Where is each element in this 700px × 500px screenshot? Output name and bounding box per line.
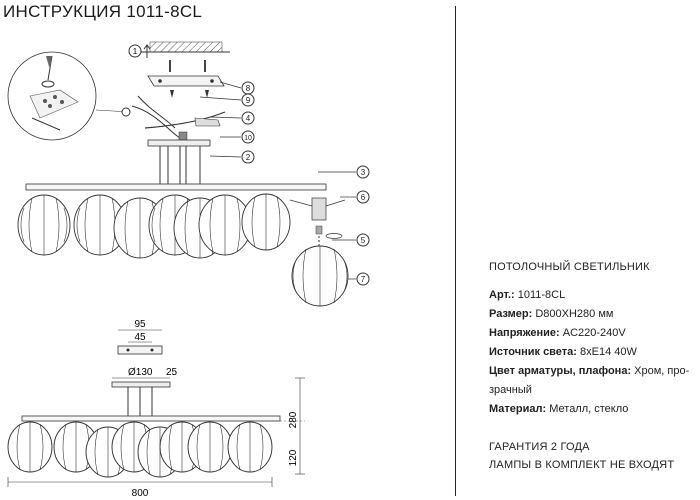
mount-plate-view — [117, 345, 163, 355]
dim-canopy-diameter: Ø130 — [128, 367, 153, 378]
globe-lower-7 — [187, 421, 233, 473]
spec-color-continued: зрачный — [489, 384, 532, 396]
arm-bar — [25, 183, 327, 191]
warranty-note: ГАРАНТИЯ 2 ГОДА — [489, 441, 590, 453]
ceiling-hatch — [149, 41, 223, 53]
spec-value: Металл, стекло — [549, 403, 629, 415]
spec-value: 1011-8CL — [517, 289, 566, 301]
spec-light-source: Источник света: 8xE14 40W — [489, 343, 637, 362]
page-title: ИНСТРУКЦИЯ 1011-8CL — [3, 2, 203, 21]
spec-voltage: Напряжение: AC220-240V — [489, 324, 626, 343]
svg-text:10: 10 — [244, 135, 252, 142]
svg-text:7: 7 — [361, 275, 366, 284]
spec-value: 8xE14 40W — [580, 346, 637, 358]
spec-size: Размер: D800XH280 мм — [489, 305, 613, 324]
canopy — [147, 139, 211, 147]
svg-text:4: 4 — [246, 114, 251, 123]
spec-value: D800XH280 мм — [535, 308, 614, 320]
svg-text:3: 3 — [361, 168, 366, 177]
dim-total-width: 800 — [132, 488, 149, 499]
detail-magnifier — [7, 51, 131, 141]
column-divider — [455, 6, 456, 496]
spec-label: Размер: — [489, 308, 533, 320]
product-type: ПОТОЛОЧНЫЙ СВЕТИЛЬНИК — [489, 261, 650, 273]
spec-color: Цвет арматуры, плафона: Хром, про- — [489, 362, 689, 381]
callout-10: 10 — [241, 130, 255, 144]
spec-label: Цвет арматуры, плафона: — [489, 365, 632, 377]
lamps-note: ЛАМПЫ В КОМПЛЕКТ НЕ ВХОДЯТ — [489, 459, 675, 471]
callout-2: 2 — [241, 150, 255, 164]
svg-text:8: 8 — [246, 84, 251, 93]
svg-text:5: 5 — [361, 236, 366, 245]
dim-mount-hole: 45 — [134, 332, 146, 343]
callout-7: 7 — [356, 272, 370, 286]
dim-shade-height: 120 — [288, 449, 299, 466]
assembly-diagram: 1 8 9 4 10 2 3 6 5 7 — [7, 41, 370, 499]
svg-text:6: 6 — [361, 193, 366, 202]
dim-total-height: 280 — [288, 411, 299, 428]
globe-lower-1 — [7, 421, 53, 473]
svg-text:9: 9 — [246, 96, 251, 105]
callout-5: 5 — [356, 233, 370, 247]
globe-lower-8 — [227, 421, 273, 473]
dim-mount-width: 95 — [134, 319, 146, 330]
callout-3: 3 — [356, 165, 370, 179]
svg-text:2: 2 — [246, 153, 251, 162]
globe-7 — [241, 193, 291, 251]
spec-label: Материал: — [489, 403, 547, 415]
spec-material: Материал: Металл, стекло — [489, 400, 628, 419]
callout-4: 4 — [241, 111, 255, 125]
spec-value: AC220-240V — [562, 327, 626, 339]
callout-8: 8 — [241, 81, 255, 95]
callout-9: 9 — [241, 93, 255, 107]
svg-text:1: 1 — [133, 47, 138, 56]
callout-1: 1 — [128, 44, 142, 58]
spec-value: Хром, про- — [634, 365, 690, 377]
spec-label: Арт.: — [489, 289, 515, 301]
globe-1 — [17, 194, 71, 256]
spec-article: Арт.: 1011-8CL — [489, 286, 565, 305]
dim-canopy-height: 25 — [166, 367, 178, 378]
globe-detail — [291, 245, 349, 307]
spec-label: Источник света: — [489, 346, 577, 358]
spec-label: Напряжение: — [489, 327, 560, 339]
callout-6: 6 — [356, 190, 370, 204]
